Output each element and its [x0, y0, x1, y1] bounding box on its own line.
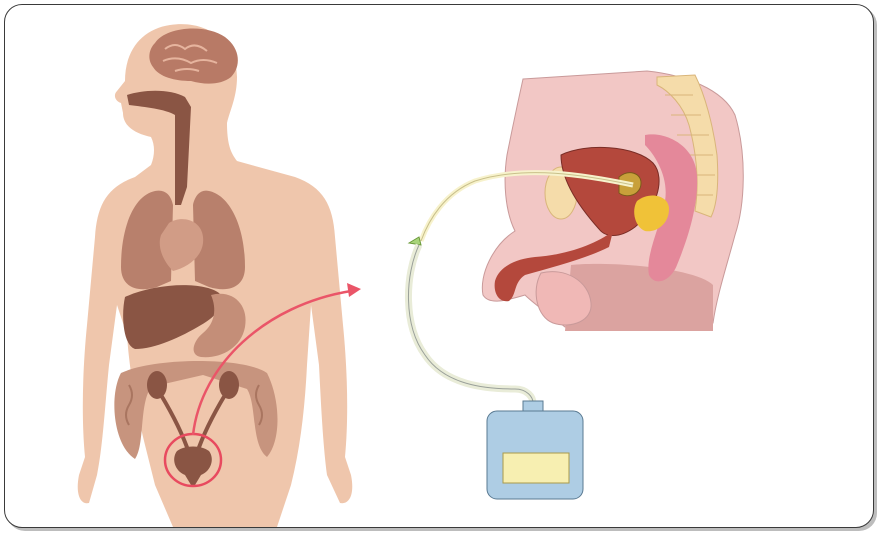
- catheter-detail-icon: [408, 71, 743, 499]
- catheter-diagram: [5, 5, 873, 527]
- diagram-frame: [4, 4, 874, 528]
- catheter-valve-icon: [409, 237, 421, 245]
- kidney-left: [147, 371, 167, 399]
- kidney-right: [219, 371, 239, 399]
- bag-label: [503, 453, 569, 483]
- brain-icon: [149, 28, 238, 83]
- human-body-icon: [78, 24, 353, 527]
